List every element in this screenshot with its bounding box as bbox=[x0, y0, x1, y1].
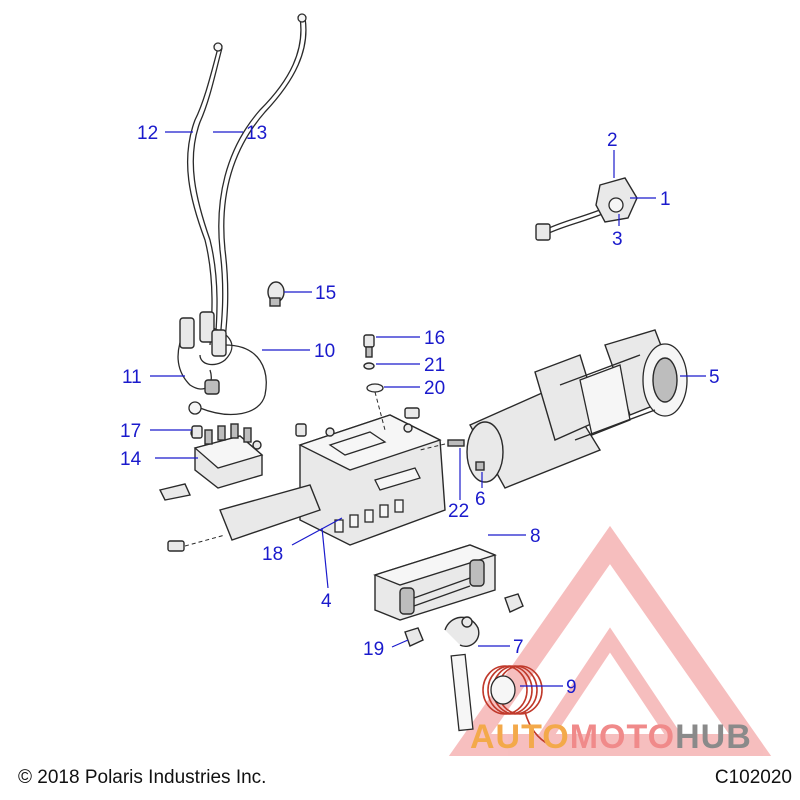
callout-6: 6 bbox=[475, 489, 486, 510]
leader-lines bbox=[150, 131, 706, 687]
watermark-logo bbox=[448, 525, 772, 756]
contactor bbox=[158, 423, 264, 501]
callout-1: 1 bbox=[660, 189, 671, 210]
battery-cables bbox=[186, 13, 307, 346]
callout-15: 15 bbox=[315, 283, 336, 304]
callout-17: 17 bbox=[120, 421, 141, 442]
rope-coil bbox=[482, 665, 551, 746]
callout-4: 4 bbox=[321, 591, 332, 612]
watermark-part-3: HUB bbox=[675, 718, 752, 756]
callout-9: 9 bbox=[566, 677, 577, 698]
callout-20: 20 bbox=[424, 378, 445, 399]
callout-11: 11 bbox=[122, 367, 142, 388]
callout-14: 14 bbox=[120, 449, 142, 470]
callout-5: 5 bbox=[709, 367, 720, 388]
winch bbox=[466, 329, 688, 489]
watermark-part-2: MOTO bbox=[569, 718, 676, 756]
callout-22: 22 bbox=[448, 501, 469, 522]
cable-clip bbox=[267, 281, 285, 307]
callout-21: 21 bbox=[424, 355, 445, 376]
fasteners bbox=[167, 334, 524, 647]
callout-12: 12 bbox=[137, 123, 158, 144]
callout-18: 18 bbox=[262, 544, 283, 565]
callout-3: 3 bbox=[612, 229, 623, 250]
fairlead bbox=[373, 544, 497, 621]
hook-and-strap bbox=[444, 616, 480, 732]
wiring-harness bbox=[177, 311, 267, 416]
callout-7: 7 bbox=[513, 637, 524, 658]
callout-2: 2 bbox=[607, 130, 618, 151]
watermark-text: AUTOMOTOHUB bbox=[470, 718, 752, 757]
callout-13: 13 bbox=[246, 123, 267, 144]
watermark-part-1: AUTO bbox=[470, 718, 570, 756]
callout-10: 10 bbox=[314, 341, 335, 362]
copyright-text: © 2018 Polaris Industries Inc. bbox=[18, 767, 267, 788]
mounting-plate bbox=[219, 414, 446, 546]
winch-switch bbox=[535, 177, 638, 241]
callout-19: 19 bbox=[363, 639, 384, 660]
diagram-code: C102020 bbox=[714, 767, 792, 788]
callout-16: 16 bbox=[424, 328, 445, 349]
callout-labels: 1 2 3 4 5 6 7 8 9 10 11 12 13 14 15 16 1… bbox=[120, 123, 720, 698]
callout-8: 8 bbox=[530, 526, 541, 547]
